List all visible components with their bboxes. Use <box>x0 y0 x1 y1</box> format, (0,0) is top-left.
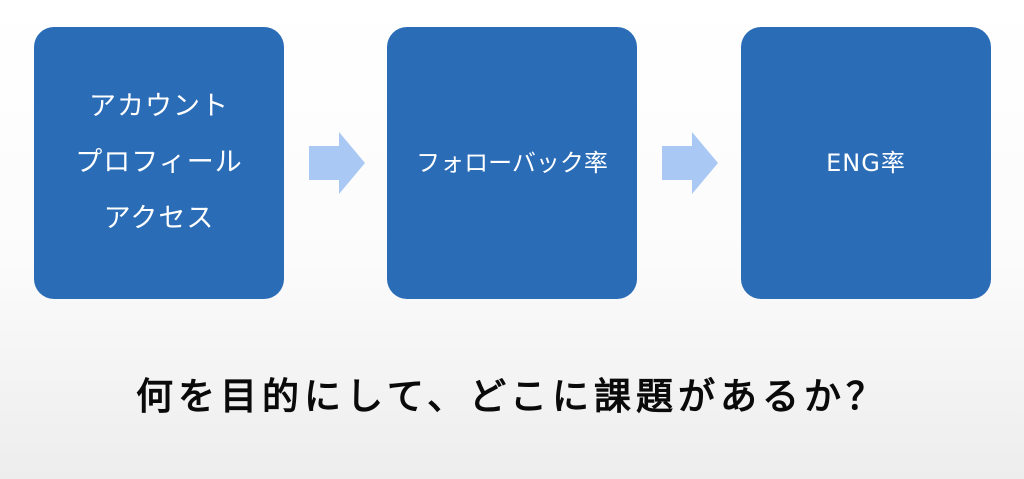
step-box-account-access: アカウント プロフィール アクセス <box>34 27 284 299</box>
step-label-line: アカウント <box>89 91 229 122</box>
right-arrow-icon <box>309 132 365 194</box>
step-label-line: ENG率 <box>826 149 906 177</box>
step-label-line: アクセス <box>103 203 215 234</box>
right-arrow-icon <box>662 132 718 194</box>
step-box-eng-rate: ENG率 <box>741 27 991 299</box>
diagram-caption: 何を目的にして、どこに課題があるか？ <box>136 375 888 418</box>
step-label-line: プロフィール <box>75 147 243 178</box>
step-label-line: フォローバック率 <box>416 149 608 177</box>
step-box-followback-rate: フォローバック率 <box>387 27 637 299</box>
